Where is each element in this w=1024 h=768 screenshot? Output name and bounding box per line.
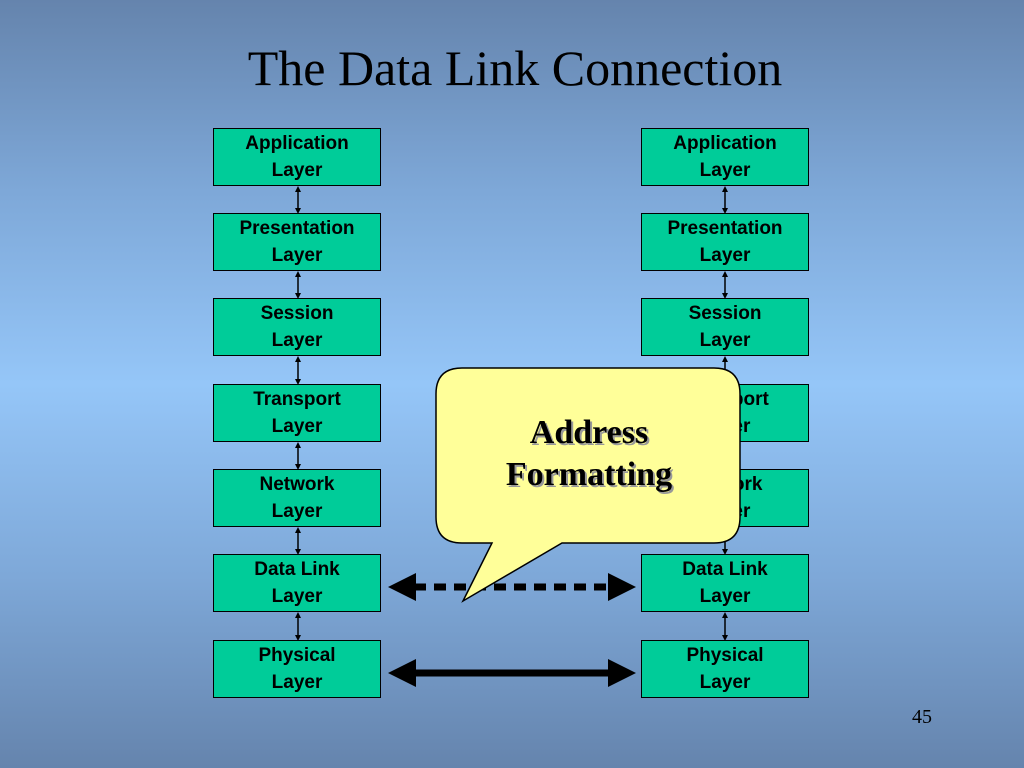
box-label-line2: Layer: [271, 672, 323, 693]
box-label-line2: Layer: [699, 672, 751, 693]
box-label-line1: Presentation: [667, 218, 783, 239]
box-label-line2: Layer: [699, 586, 751, 607]
left-network-layer-box: Network Layer: [213, 469, 381, 527]
box-label-line2: Layer: [699, 245, 751, 266]
left-transport-layer-box: Transport Layer: [213, 384, 381, 442]
page-number: 45: [912, 706, 932, 728]
right-data-link-layer-box: Data Link Layer: [641, 554, 809, 612]
right-application-layer-box: Application Layer: [641, 128, 809, 186]
physical-solid-arrow: [388, 659, 636, 687]
data-link-dotted-arrow: [388, 573, 636, 601]
box-label-line1: Application: [245, 133, 349, 154]
slide-title: The Data Link Connection: [247, 40, 783, 96]
box-label-line1: Presentation: [239, 218, 355, 239]
box-label-line2: Layer: [271, 501, 323, 522]
box-label-line1: Session: [688, 303, 762, 324]
left-data-link-layer-box: Data Link Layer: [213, 554, 381, 612]
box-label-line2: Layer: [271, 586, 323, 607]
right-presentation-layer-box: Presentation Layer: [641, 213, 809, 271]
box-label-line2: Layer: [271, 330, 323, 351]
box-label-line2: Layer: [271, 245, 323, 266]
callout-text: Address Formatting: [437, 368, 741, 540]
box-label-line2: Layer: [271, 416, 323, 437]
box-label-line2: Layer: [271, 160, 323, 181]
left-application-layer-box: Application Layer: [213, 128, 381, 186]
right-physical-layer-box: Physical Layer: [641, 640, 809, 698]
box-label-line1: Session: [260, 303, 334, 324]
box-label-line1: Physical: [686, 645, 764, 666]
box-label-line1: Transport: [253, 389, 341, 410]
box-label-line2: Layer: [699, 330, 751, 351]
box-label-line1: Physical: [258, 645, 336, 666]
callout-bubble: [435, 367, 741, 603]
callout-line2: Formatting: [505, 456, 673, 493]
left-session-layer-box: Session Layer: [213, 298, 381, 356]
right-session-layer-box: Session Layer: [641, 298, 809, 356]
box-label-line1: Data Link: [254, 559, 340, 580]
box-label-line1: Application: [673, 133, 777, 154]
box-label-line2: Layer: [699, 160, 751, 181]
box-label-line1: Network: [259, 474, 335, 495]
callout-line1: Address: [529, 414, 649, 451]
box-label-line1: Data Link: [682, 559, 768, 580]
left-physical-layer-box: Physical Layer: [213, 640, 381, 698]
